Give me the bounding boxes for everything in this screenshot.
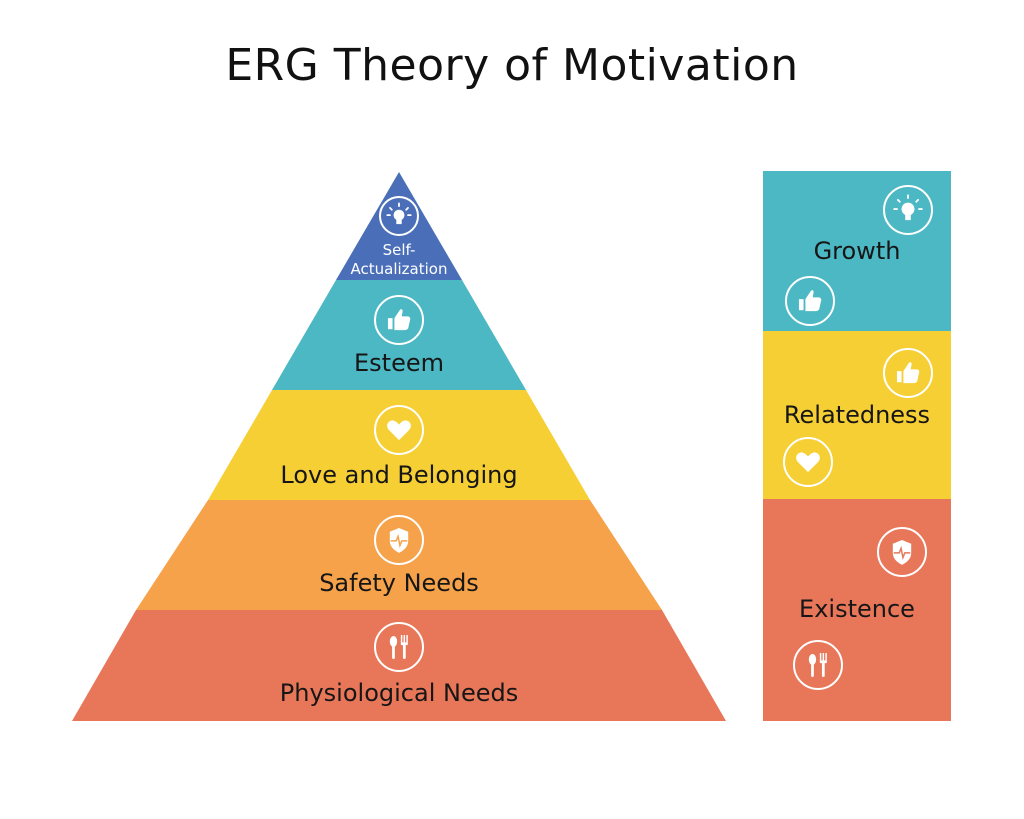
thumbs-up-icon xyxy=(883,348,933,398)
lightbulb-icon xyxy=(883,185,933,235)
label-growth: Growth xyxy=(813,237,901,265)
heart-icon xyxy=(783,437,833,487)
label-safety-needs: Safety Needs xyxy=(319,569,479,597)
spoon-fork-icon xyxy=(793,640,843,690)
erg-relatedness-block: Relatedness xyxy=(763,331,951,499)
heart-icon xyxy=(374,405,424,455)
label-self-actualization: Self- Actualization xyxy=(351,241,448,279)
label-line1: Self- xyxy=(382,241,416,259)
label-existence: Existence xyxy=(799,595,915,623)
shield-icon xyxy=(877,527,927,577)
label-line2: Actualization xyxy=(350,260,448,278)
label-esteem: Esteem xyxy=(354,349,444,377)
label-relatedness: Relatedness xyxy=(783,401,931,429)
diagram-title: ERG Theory of Motivation xyxy=(225,40,799,91)
shield-icon xyxy=(374,515,424,565)
erg-growth-block: Growth xyxy=(763,171,951,331)
thumbs-up-icon xyxy=(785,276,835,326)
spoon-fork-icon xyxy=(374,622,424,672)
thumbs-up-icon xyxy=(374,295,424,345)
label-physiological-needs: Physiological Needs xyxy=(279,679,519,707)
lightbulb-icon xyxy=(379,196,419,236)
label-love-belonging: Love and Belonging xyxy=(280,461,518,489)
erg-existence-block: Existence xyxy=(763,499,951,721)
